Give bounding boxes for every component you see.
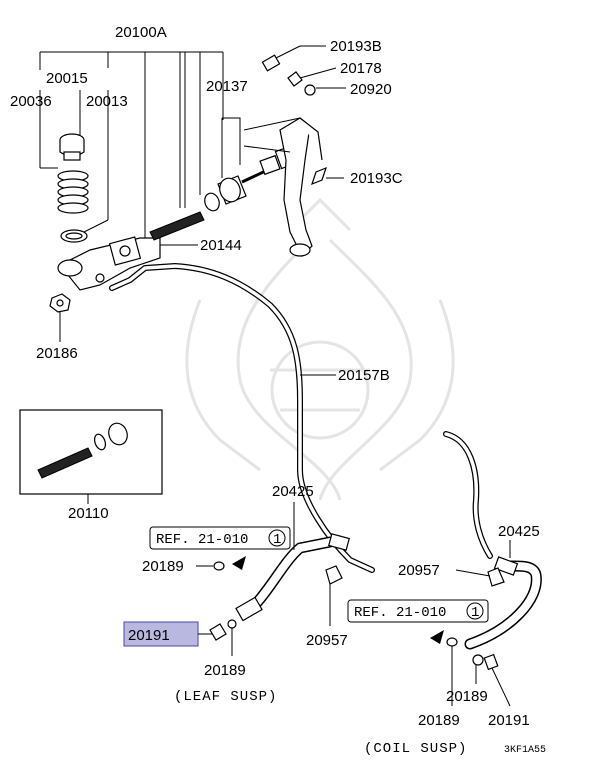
ref-left-prefix: REF. 21-010 [156,532,248,548]
label-20957-left: 20957 [306,632,348,649]
clutch-pedal [243,45,346,258]
label-20957-right: 20957 [398,562,440,579]
label-20189-b: 20189 [204,662,246,679]
label-20157B: 20157B [338,367,390,384]
label-20015: 20015 [46,70,88,87]
clutch-pipe-20157B [109,263,375,573]
label-20110: 20110 [68,505,109,522]
label-20189-d: 20189 [418,712,460,729]
label-20193B: 20193B [330,38,382,55]
ref-right-prefix: REF. 21-010 [354,605,446,621]
label-20036: 20036 [10,93,52,110]
ref-right-num: 1 [471,605,479,621]
note-coil-susp: (COIL SUSP) [364,741,467,757]
label-20920: 20920 [350,81,392,98]
label-20137: 20137 [206,78,248,95]
watermark-emblem [185,197,455,501]
label-20178: 20178 [340,60,382,77]
label-20191-right: 20191 [488,712,530,729]
master-cylinder-assembly [39,51,300,342]
label-20013: 20013 [86,93,128,110]
ref-left-num: 1 [273,532,281,548]
label-20100A: 20100A [115,24,167,41]
label-20425-right: 20425 [498,523,540,540]
reservoir-spring-icon [57,170,89,214]
ref-box-right[interactable]: REF. 21-010 1 [347,599,489,623]
coil-susp-hose [430,431,542,707]
diagram-code: 3KF1A55 [504,745,546,756]
label-20425-left: 20425 [272,483,314,500]
piston-spring-icon [149,211,205,241]
note-leaf-susp: (LEAF SUSP) [174,689,277,705]
leaf-susp-hose [196,533,350,656]
label-20189-c: 20189 [446,688,488,705]
label-20144: 20144 [200,237,242,254]
label-20193C: 20193C [350,170,403,187]
label-20189-a: 20189 [142,558,184,575]
nut-20186-icon [49,293,71,313]
highlighted-part-20191[interactable]: 20191 [123,621,212,647]
flow-arrow-icon [232,556,246,570]
kit-20110-inset [19,409,163,504]
label-20186: 20186 [36,345,78,362]
flow-arrow-icon-2 [430,630,444,644]
ref-box-left[interactable]: REF. 21-010 1 [149,526,291,550]
label-20191-highlight[interactable]: 20191 [128,627,170,644]
